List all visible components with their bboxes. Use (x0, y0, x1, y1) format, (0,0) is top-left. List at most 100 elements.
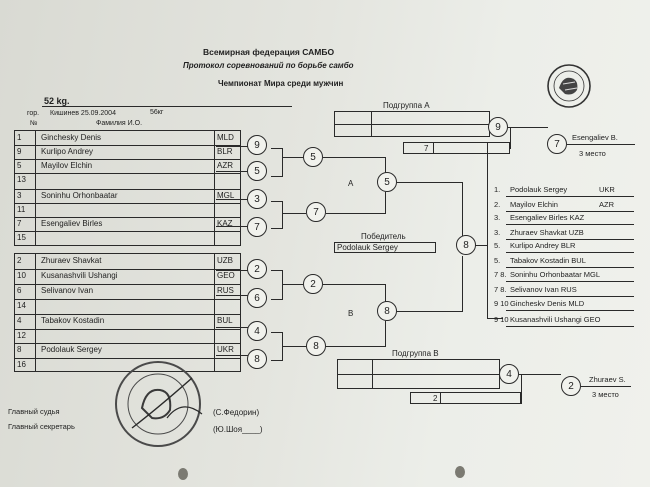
result-place: 1. (494, 185, 501, 194)
table-row: 13 (15, 173, 240, 186)
athlete-country: MLD (217, 133, 234, 142)
athlete-country: KAZ (217, 219, 233, 228)
row-number: 3 (17, 191, 22, 200)
athlete-country: MGL (217, 191, 235, 200)
subgroup-b-bout-1: 4 (499, 364, 519, 384)
winner-label: Победитель (361, 232, 406, 241)
athlete-country: RUS (217, 286, 234, 295)
subgroup-a-label: Подгруппа А (383, 101, 430, 110)
row-number: 10 (17, 271, 26, 280)
row-number: 4 (17, 316, 22, 325)
subgroup-a-small-box: 7 (403, 142, 510, 154)
result-country: AZR (599, 200, 614, 209)
weight-ru: 56кг (150, 109, 164, 116)
sambo-logo-stamp (547, 64, 591, 108)
punch-hole-right (455, 466, 465, 478)
row-number: 6 (17, 286, 22, 295)
championship-title: Чемпионат Мира среди мужчин (218, 79, 344, 88)
bout-a-r1-1: 9 (247, 135, 267, 155)
final-bout: 8 (456, 235, 476, 255)
athlete-country: BLR (217, 147, 233, 156)
group-b-label: B (348, 309, 354, 318)
table-row: 11 (15, 203, 240, 216)
athlete-country: UKR (217, 345, 234, 354)
athlete-name: Kusanashvili Ushangi (41, 271, 118, 280)
result-athlete: Zhuraev Shavkat UZB (510, 228, 584, 237)
subgroup-a-third-place-name: Esengaliev B. (572, 133, 618, 142)
row-number: 13 (17, 175, 26, 184)
result-athlete: Esengaliev Birles KAZ (510, 213, 585, 222)
athlete-name: Ginchesky Denis (41, 133, 102, 142)
subgroup-b-label: Подгруппа В (392, 349, 439, 358)
athlete-name: Podolauk Sergey (41, 345, 102, 354)
bout-a-r1-2: 5 (247, 161, 267, 181)
result-athlete: Kurlipo Andrey BLR (510, 241, 576, 250)
column-name-header: Фамилия И.О. (96, 120, 143, 127)
result-athlete: Selivanov Ivan RUS (510, 285, 577, 294)
athlete-name: Zhuraev Shavkat (41, 256, 102, 265)
result-athlete: Soninhu Orhonbaatar MGL (510, 270, 601, 279)
subgroup-b-third-place-name: Zhuraev S. (589, 375, 626, 384)
table-row: 15 (15, 231, 240, 244)
row-number: 8 (17, 345, 22, 354)
subgroup-a-box-value: 7 (424, 144, 429, 153)
athlete-name: Mayilov Elchin (41, 161, 93, 170)
bout-b-r1-4: 8 (247, 349, 267, 369)
row-number: 16 (17, 360, 26, 369)
place-label: гор. (27, 110, 40, 117)
bout-a-r1-4: 7 (247, 217, 267, 237)
bout-b-r1-2: 6 (247, 288, 267, 308)
bout-a-r2-2: 7 (306, 202, 326, 222)
athlete-country: UZB (217, 256, 233, 265)
athlete-name: Tabakov Kostadin (41, 316, 105, 325)
subgroup-b-small-box: 2 (410, 392, 521, 404)
chief-judge-name: (С.Федорин) (213, 408, 260, 417)
row-number: 11 (17, 205, 26, 214)
place-date: Кишинев 25.09.2004 (50, 110, 116, 117)
table-row: 16 (15, 358, 240, 371)
row-number: 12 (17, 331, 26, 340)
subgroup-a-bout-1: 9 (488, 117, 508, 137)
athlete-country: BUL (217, 316, 233, 325)
result-place: 7 8. (494, 270, 507, 279)
row-number: 14 (17, 301, 26, 310)
column-number-header: № (30, 120, 38, 127)
athlete-country: AZR (217, 161, 233, 170)
bout-b-r1-1: 2 (247, 259, 267, 279)
row-number: 1 (17, 133, 22, 142)
winner-box: Podolauk Sergey (334, 242, 436, 253)
punch-hole-left (178, 468, 188, 480)
table-row: 3 Soninhu Orhonbaatar MGL (15, 189, 240, 202)
athlete-name: Soninhu Orhonbaatar (41, 191, 118, 200)
result-athlete: Tabakov Kostadin BUL (510, 256, 586, 265)
chief-judge-label: Главный судья (8, 407, 60, 416)
result-athlete: Podolauk Sergey (510, 185, 568, 194)
table-row: 12 (15, 329, 240, 342)
subgroup-a-bout-2: 7 (547, 134, 567, 154)
bout-b-r2-2: 8 (306, 336, 326, 356)
result-place: 9 10 (494, 299, 509, 308)
result-athlete: Mayilov Elchin (510, 200, 558, 209)
subgroup-b-box-value: 2 (433, 394, 438, 403)
winner-name: Podolauk Sergey (337, 243, 398, 252)
header-rule (42, 106, 292, 107)
chief-secretary-label: Главный секретарь (8, 422, 75, 431)
result-athlete: Kusanashvili Ushangi GEO (510, 315, 601, 324)
bout-a-r1-3: 3 (247, 189, 267, 209)
result-place: 3. (494, 228, 501, 237)
result-place: 2. (494, 200, 501, 209)
result-athlete: Gincheskv Denis MLD (510, 299, 585, 308)
result-place: 5. (494, 241, 501, 250)
protocol-title: Протокол соревнований по борьбе самбо (183, 61, 354, 70)
table-row: 14 (15, 299, 240, 312)
subgroup-b-bout-2: 2 (561, 376, 581, 396)
result-place: 5. (494, 256, 501, 265)
bout-b-semifinal: 8 (377, 301, 397, 321)
